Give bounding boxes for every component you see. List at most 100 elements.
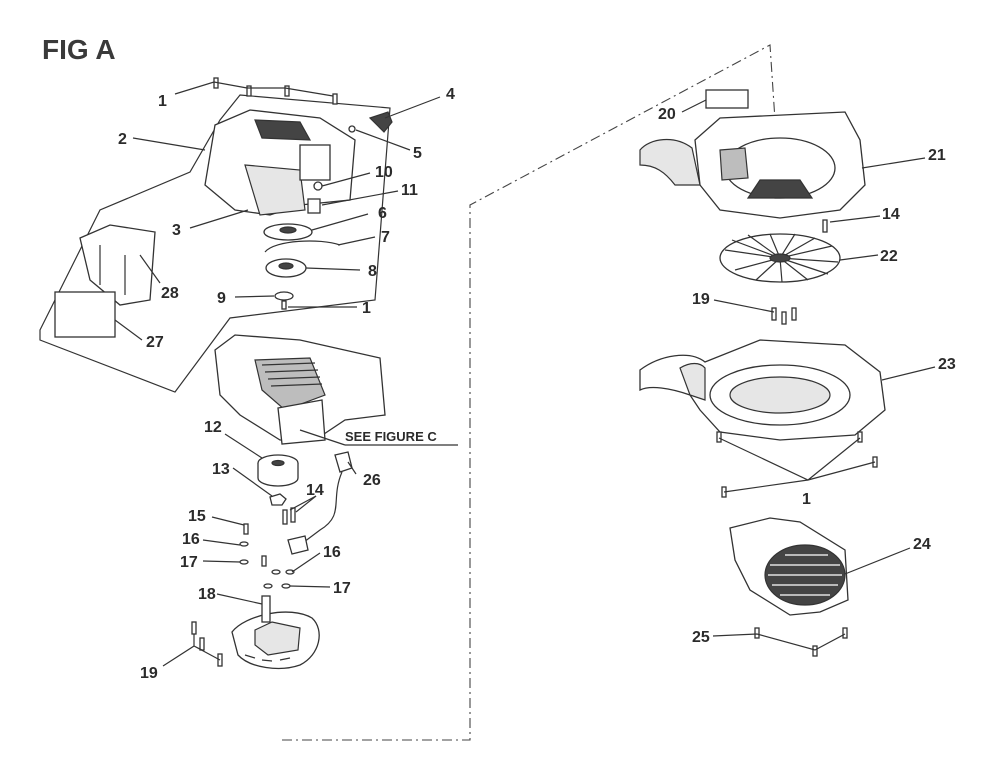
screw-19-left-b	[199, 637, 205, 651]
screw-19-right-c	[791, 307, 797, 321]
fan-housing-21-wall	[719, 147, 749, 181]
guard-24-grille-lines	[768, 554, 842, 596]
leader-lines	[114, 81, 936, 667]
decal-sheet-outline	[39, 94, 391, 393]
screw-15	[243, 523, 249, 535]
base-plate-center	[254, 621, 301, 656]
see-figure-leader	[299, 429, 346, 446]
callout-1: 1	[158, 93, 167, 110]
screw-14-left-b	[290, 507, 296, 523]
spring-7	[264, 240, 341, 253]
callout-28: 28	[161, 285, 179, 302]
screw-1-top-d	[332, 93, 338, 105]
ignition-module	[287, 535, 309, 555]
lever-18	[261, 595, 271, 623]
callout-25: 25	[692, 629, 710, 646]
rotor-8-hub	[278, 262, 294, 270]
screw-19-right-a	[771, 307, 777, 321]
callout-14-left: 14	[306, 482, 324, 499]
pulley-6-hub	[279, 226, 297, 234]
fan-22-blades	[724, 233, 839, 283]
outlet-tube	[679, 362, 706, 401]
flywheel-12-center	[271, 459, 285, 467]
callout-27: 27	[146, 334, 164, 351]
assembly-connection-line	[282, 44, 776, 741]
callout-20: 20	[658, 106, 676, 123]
screw-19-right-b	[781, 311, 787, 325]
washer-9	[274, 291, 294, 301]
ignition-wire	[299, 471, 343, 546]
screw-25-b	[812, 645, 818, 657]
fan-22-hub	[769, 253, 791, 263]
fan-housing-21-grille	[746, 179, 814, 199]
callout-1-lower: 1	[362, 300, 371, 317]
callout-21: 21	[928, 147, 946, 164]
washer-16-left	[239, 541, 249, 547]
callout-4: 4	[446, 86, 455, 103]
callout-9: 9	[217, 290, 226, 307]
decal-27	[54, 291, 116, 338]
screw-5	[348, 125, 356, 133]
lower-housing-23-center	[729, 376, 831, 414]
decal-28-detail	[99, 245, 126, 295]
callout-1-right: 1	[802, 491, 811, 508]
callout-5: 5	[413, 145, 422, 162]
callout-16-left: 16	[182, 531, 200, 548]
callout-26: 26	[363, 472, 381, 489]
engine-fin-lines	[261, 362, 323, 387]
callout-11: 11	[401, 182, 418, 199]
callout-24: 24	[913, 536, 931, 553]
callout-8: 8	[368, 263, 377, 280]
callout-22: 22	[880, 248, 898, 265]
nut-13	[269, 493, 287, 506]
base-plate-marks	[244, 654, 291, 662]
callout-7: 7	[381, 229, 390, 246]
clip-11	[307, 198, 321, 214]
washer-17-left	[239, 559, 249, 565]
figure-title: FIG A	[42, 34, 116, 65]
washer-16-right	[271, 569, 281, 575]
washer-17-right-a	[263, 583, 273, 589]
callout-14-right: 14	[882, 206, 900, 223]
engine-plate	[277, 399, 326, 445]
callout-19-right: 19	[692, 291, 710, 308]
pin-14-right	[822, 219, 828, 233]
callout-2: 2	[118, 131, 127, 148]
housing-slot	[299, 144, 331, 181]
washer-16-right-b	[285, 569, 295, 575]
callout-16-right: 16	[323, 544, 341, 561]
screw-10	[313, 181, 323, 191]
callout-12: 12	[204, 419, 222, 436]
screw-25-a	[754, 627, 760, 639]
flywheel-12-side	[257, 463, 299, 487]
inlet-tube	[639, 139, 701, 186]
spark-boot-26	[334, 451, 353, 473]
decal-28	[79, 224, 156, 306]
see-figure-note: SEE FIGURE C	[345, 429, 437, 444]
callout-10: 10	[375, 164, 393, 181]
callout-17-left: 17	[180, 554, 198, 571]
screw-1-top-b	[246, 85, 252, 97]
screw-14-left-a	[282, 509, 288, 525]
screw-1-right-b	[857, 431, 863, 443]
callout-18: 18	[198, 586, 216, 603]
washer-17-right-b	[281, 583, 291, 589]
screw-19-left-a	[191, 621, 197, 635]
label-20	[705, 89, 749, 109]
callout-19-left: 19	[140, 665, 158, 682]
screw-1-top-c	[284, 85, 290, 97]
callout-6: 6	[378, 205, 387, 222]
callout-13: 13	[212, 461, 230, 478]
screw-1-lower	[281, 300, 287, 310]
screw-16-right-a	[261, 555, 267, 567]
callout-23: 23	[938, 356, 956, 373]
screw-1-right-a	[716, 431, 722, 443]
screw-25-c	[842, 627, 848, 639]
callout-17-right: 17	[333, 580, 351, 597]
housing-cover-vent	[254, 119, 312, 141]
callout-15: 15	[188, 508, 206, 525]
housing-cover-shading	[244, 164, 306, 216]
callout-3: 3	[172, 222, 181, 239]
